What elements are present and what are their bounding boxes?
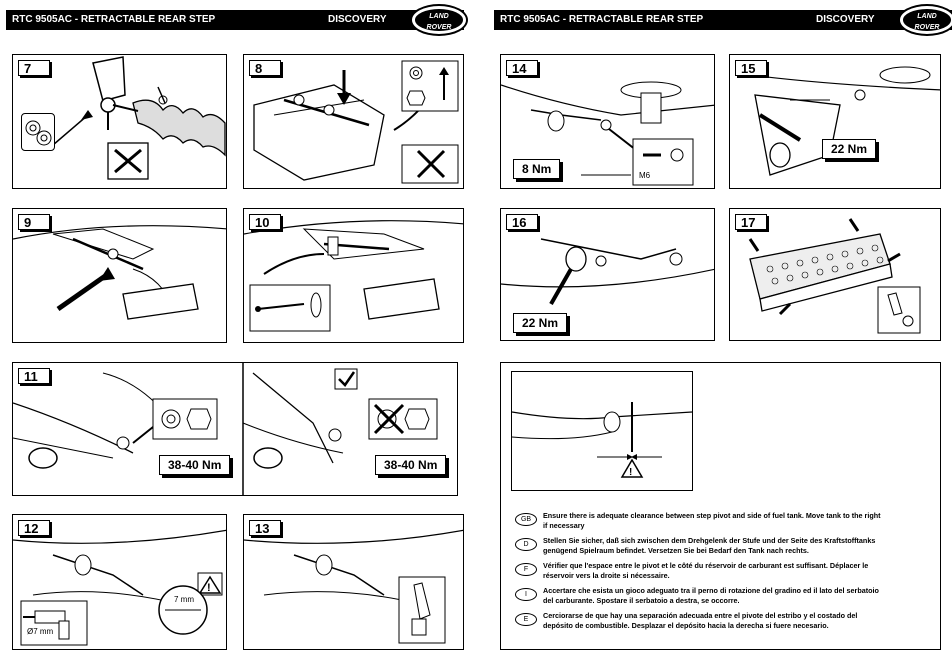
step-15-panel: 15 22 Nm <box>729 54 941 189</box>
step-17-panel: 17 <box>729 208 941 341</box>
step-9-illustration <box>13 225 226 320</box>
language-badge: GB <box>515 513 537 526</box>
step-10-panel: 10 <box>243 208 464 343</box>
step-10-illustration <box>244 220 463 332</box>
svg-text:!: ! <box>629 467 632 478</box>
step-14-illustration <box>501 81 714 186</box>
step-12-panel: 12 ! Ø7 mm 7 mm <box>12 514 227 650</box>
left-page: RTC 9505AC - RETRACTABLE REAR STEP DISCO… <box>6 0 470 655</box>
step-7-panel: 7 <box>12 54 227 189</box>
step-11-illustration <box>13 363 438 495</box>
step-number: 13 <box>249 520 281 536</box>
step-13-panel: 13 <box>243 514 464 650</box>
step-number: 16 <box>506 214 538 230</box>
step-number: 15 <box>735 60 767 76</box>
torque-label: 38-40 Nm <box>375 455 447 475</box>
language-badge: F <box>515 563 537 576</box>
step-8-illustration <box>253 60 459 184</box>
step-7-illustration <box>52 56 226 180</box>
step-number: 14 <box>506 60 538 76</box>
nut-washer-inset <box>21 113 55 151</box>
torque-label: 38-40 Nm <box>159 455 231 475</box>
svg-text:!: ! <box>207 582 211 594</box>
instruction-text: Ensure there is adequate clearance betwe… <box>543 511 881 530</box>
header-model: DISCOVERY <box>816 14 875 25</box>
clearance-illustration: ! <box>511 371 693 491</box>
language-badge: D <box>515 538 537 551</box>
instruction-text: Accertare che esista un gioco adeguato t… <box>543 586 879 605</box>
header-title: RTC 9505AC - RETRACTABLE REAR STEP <box>500 14 704 25</box>
step-12-illustration: ! <box>13 529 226 646</box>
step-number: 7 <box>18 60 50 76</box>
header-title: RTC 9505AC - RETRACTABLE REAR STEP <box>12 14 216 25</box>
language-badge: I <box>515 588 537 601</box>
step-number: 11 <box>18 368 50 384</box>
instruction-text: Stellen Sie sicher, daß sich zwischen de… <box>543 536 876 555</box>
step-16-illustration <box>501 238 714 305</box>
step-16-panel: 16 22 Nm <box>500 208 715 341</box>
torque-label: 22 Nm <box>513 313 568 333</box>
gap-label: 7 mm <box>174 595 194 604</box>
step-number: 8 <box>249 60 281 76</box>
step-17-illustration <box>748 218 921 334</box>
step-9-panel: 9 <box>12 208 227 343</box>
bolt-size-label: M6 <box>639 171 651 180</box>
step-14-panel: 14 8 Nm M6 <box>500 54 715 189</box>
header-model: DISCOVERY <box>328 14 387 25</box>
instruction-text: Vérifier que l'espace entre le pivot et … <box>543 561 869 580</box>
right-page: RTC 9505AC - RETRACTABLE REAR STEP DISCO… <box>494 0 952 655</box>
torque-label: 22 Nm <box>822 139 877 159</box>
torque-label: 8 Nm <box>513 159 561 179</box>
step-number: 9 <box>18 214 50 230</box>
step-11-panel: 11 38-40 Nm 38-40 Nm <box>12 362 458 496</box>
instruction-text: Cerciorarse de que hay una separación ad… <box>543 611 858 630</box>
step-number: 10 <box>249 214 281 230</box>
step-13-illustration <box>244 529 463 644</box>
language-badge: E <box>515 613 537 626</box>
step-number: 17 <box>735 214 767 230</box>
header-bar: RTC 9505AC - RETRACTABLE REAR STEP DISCO… <box>494 10 952 30</box>
clearance-note-panel: ! GB Ensure there is adequate clearance … <box>500 362 941 650</box>
step-number: 12 <box>18 520 50 536</box>
step-8-panel: 8 <box>243 54 464 189</box>
step-15-illustration <box>749 66 940 176</box>
header-bar: RTC 9505AC - RETRACTABLE REAR STEP DISCO… <box>6 10 464 30</box>
drill-size-label: Ø7 mm <box>27 627 54 636</box>
